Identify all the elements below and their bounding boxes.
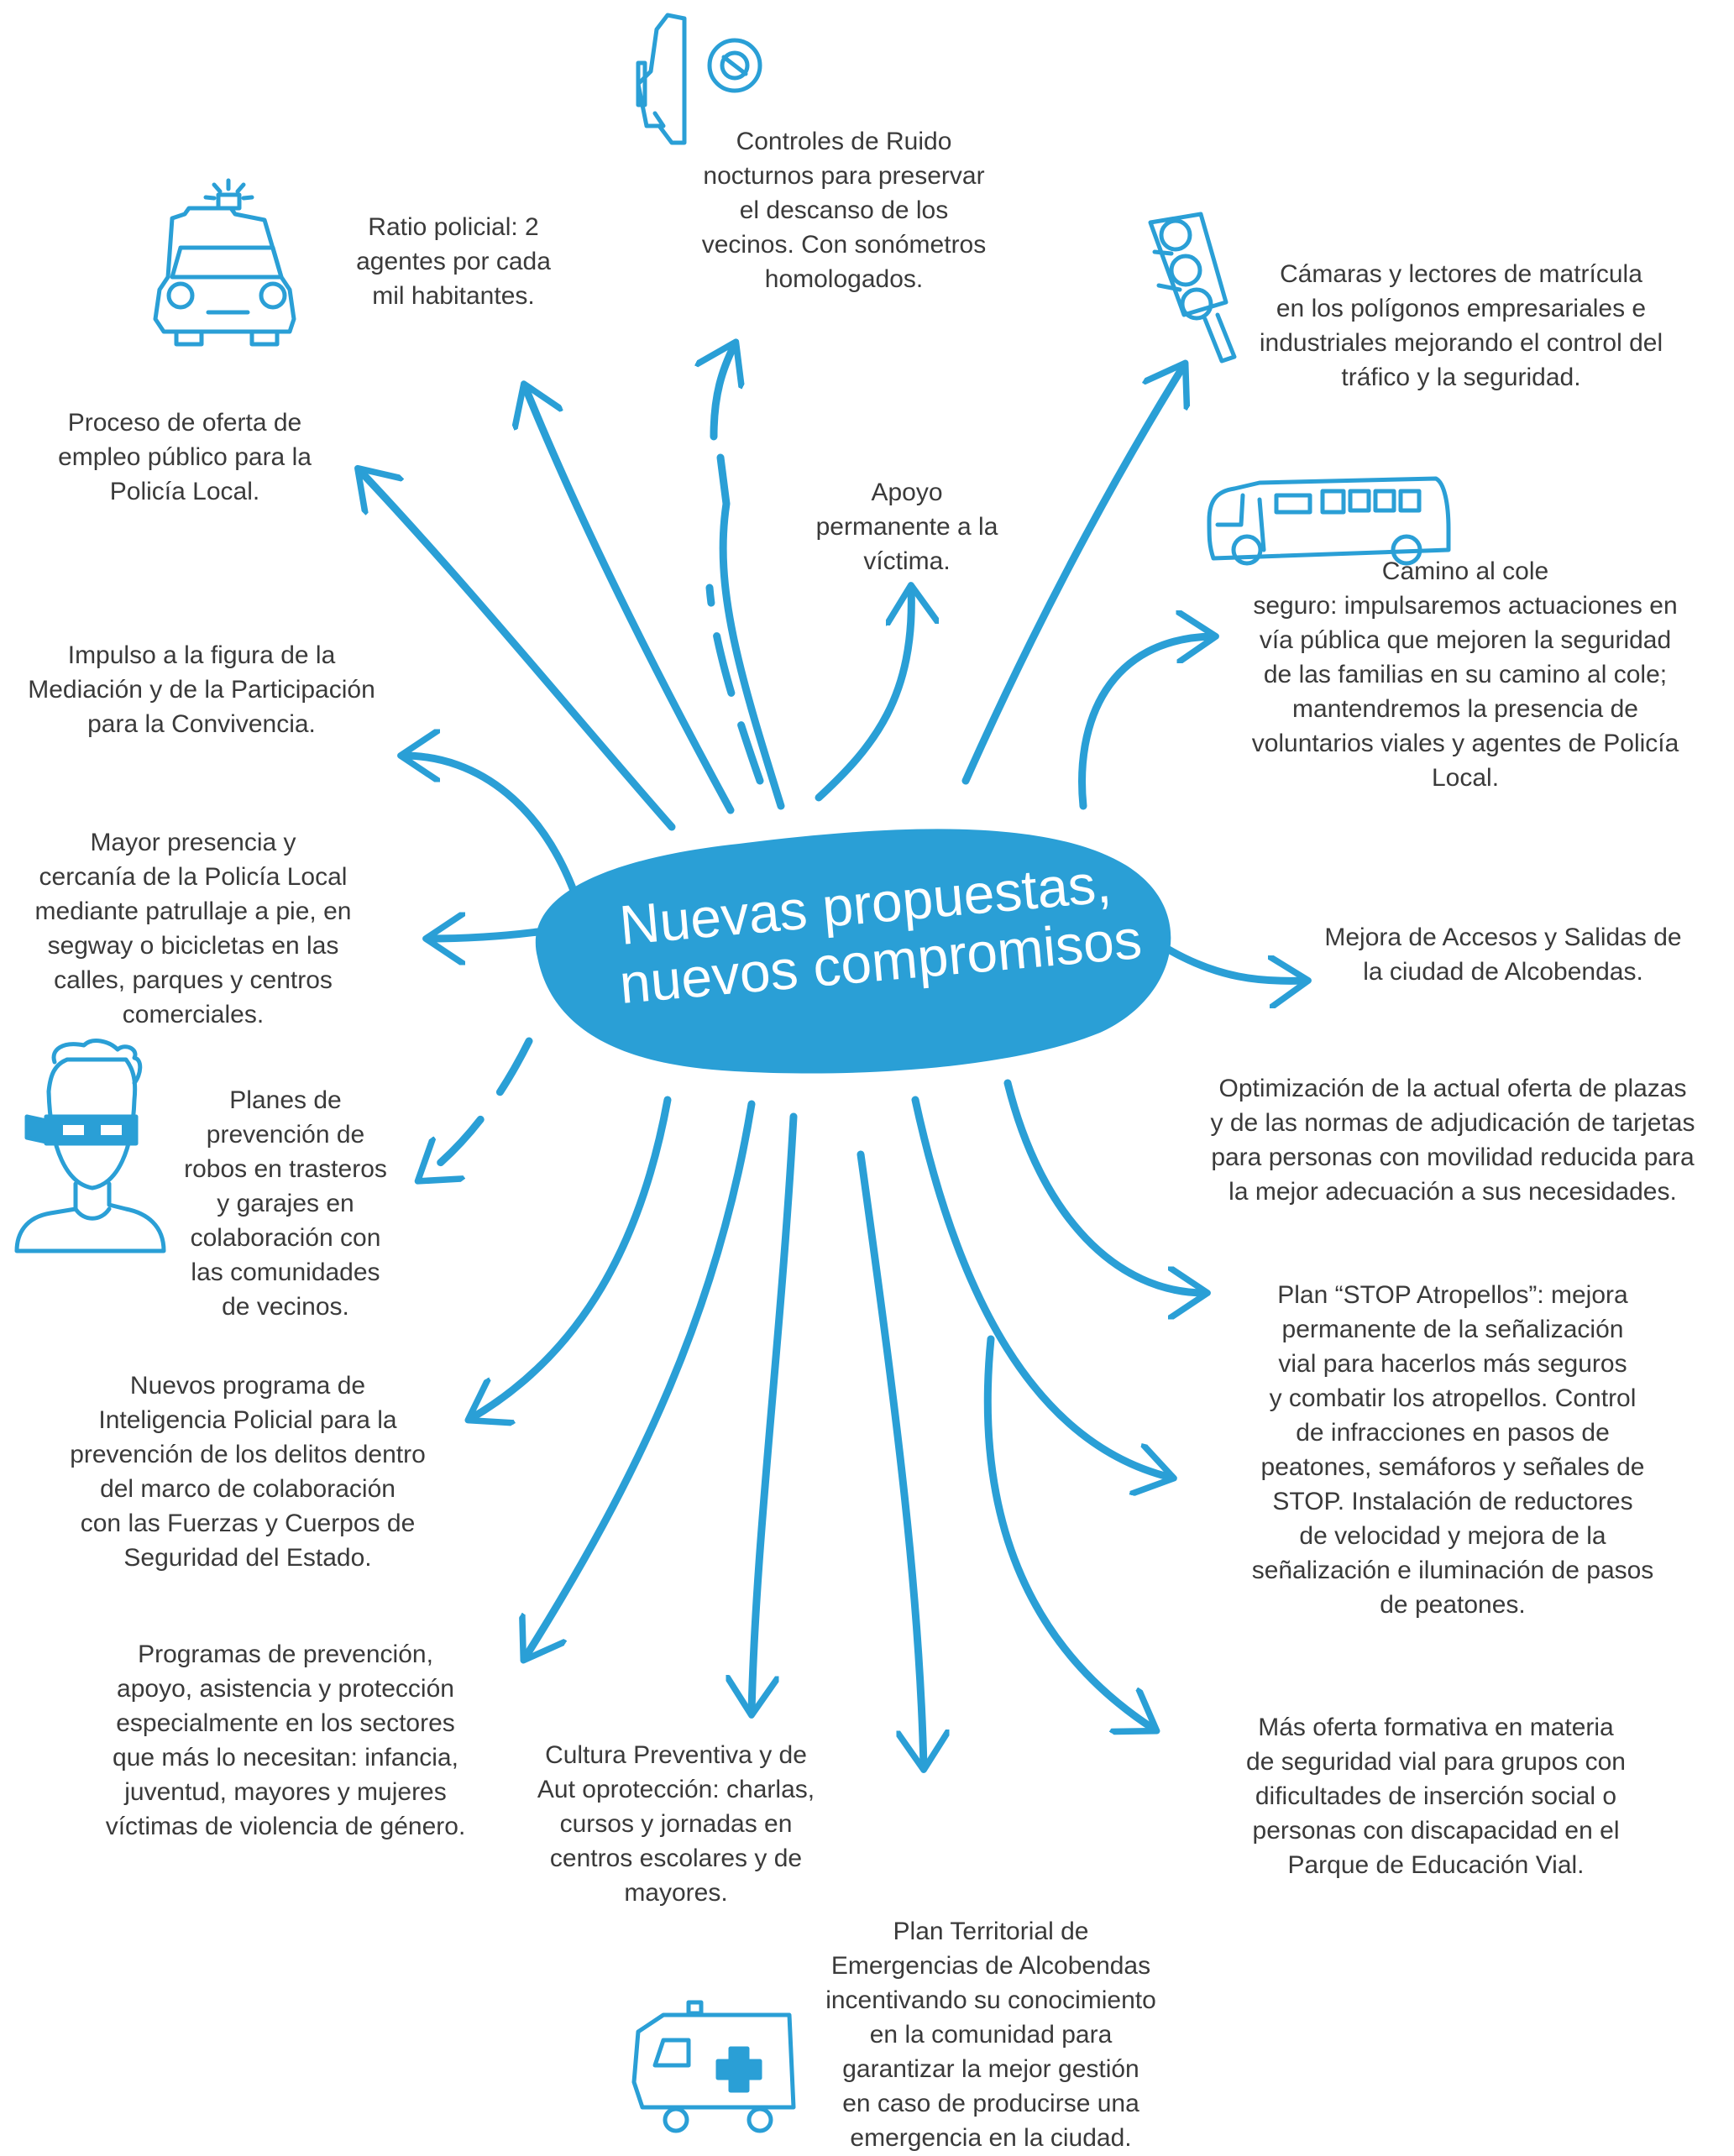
node-planes-robos: Planes de prevención de robos en traster… (184, 1086, 387, 1321)
arrows (359, 344, 1306, 1767)
node-apoyo-victima: Apoyo permanente a la víctima. (815, 479, 998, 575)
node-inteligencia-policial: Nuevos programa de Inteligencia Policial… (70, 1372, 426, 1572)
arrow-camaras (961, 365, 1184, 785)
arrow-plazas (1003, 1079, 1205, 1293)
arrow-ruido-dash (705, 583, 764, 785)
arrow-robos (420, 1037, 533, 1180)
school-bus-icon (1207, 476, 1451, 566)
arrow-accesos (1163, 945, 1306, 981)
node-programas-prevencion: Programas de prevención, apoyo, asistenc… (105, 1641, 466, 1840)
arrow-inteligencia (470, 1096, 672, 1419)
arrow-ratio (525, 386, 735, 814)
center-blob (535, 829, 1171, 1074)
arrow-apoyo (815, 588, 911, 802)
arrow-presencia (428, 932, 542, 939)
node-optimizacion-plazas: Optimización de la actual oferta de plaz… (1210, 1075, 1695, 1206)
arrow-stop (911, 1096, 1171, 1478)
node-ratio-policial: Ratio policial: 2 agentes por cada mil h… (356, 213, 551, 310)
no-noise-icon (707, 38, 762, 93)
megaphone-icon (636, 13, 687, 145)
arrow-formativa (983, 1335, 1155, 1730)
thief-mask-icon (14, 1039, 166, 1253)
arrow-mediacion (403, 756, 584, 911)
node-mayor-presencia: Mayor presencia y cercanía de la Policía… (34, 829, 352, 1028)
node-camaras-matricula: Cámaras y lectores de matrícula en los p… (1259, 260, 1663, 391)
arrow-ruido (714, 344, 785, 810)
traffic-light-icon (1148, 212, 1237, 364)
arrow-cultura (752, 1112, 798, 1713)
node-camino-cole: Camino al cole seguro: impulsaremos actu… (1251, 557, 1679, 792)
center-node: Nuevas propuestas, nuevos compromisos (535, 829, 1171, 1074)
node-accesos-salidas: Mejora de Accesos y Salidas de la ciudad… (1324, 924, 1682, 986)
node-controles-ruido: Controles de Ruido nocturnos para preser… (701, 128, 987, 293)
node-plan-emergencias: Plan Territorial de Emergencias de Alcob… (825, 1918, 1156, 2152)
node-stop-atropellos: Plan “STOP Atropellos”: mejora permanent… (1251, 1281, 1654, 1619)
node-oferta-empleo: Proceso de oferta de empleo público para… (58, 409, 312, 505)
node-oferta-formativa: Más oferta formativa en materia de segur… (1246, 1714, 1626, 1879)
node-mediacion: Impulso a la figura de la Mediación y de… (28, 641, 375, 738)
ambulance-icon (631, 2000, 796, 2133)
arrow-cole (1078, 636, 1213, 810)
police-car-icon (153, 178, 296, 347)
arrow-empleo (359, 470, 676, 831)
arrow-programas (525, 1100, 756, 1658)
arrow-emergencias (857, 1150, 924, 1767)
node-cultura-preventiva: Cultura Preventiva y de Aut oprotección:… (537, 1741, 815, 1907)
